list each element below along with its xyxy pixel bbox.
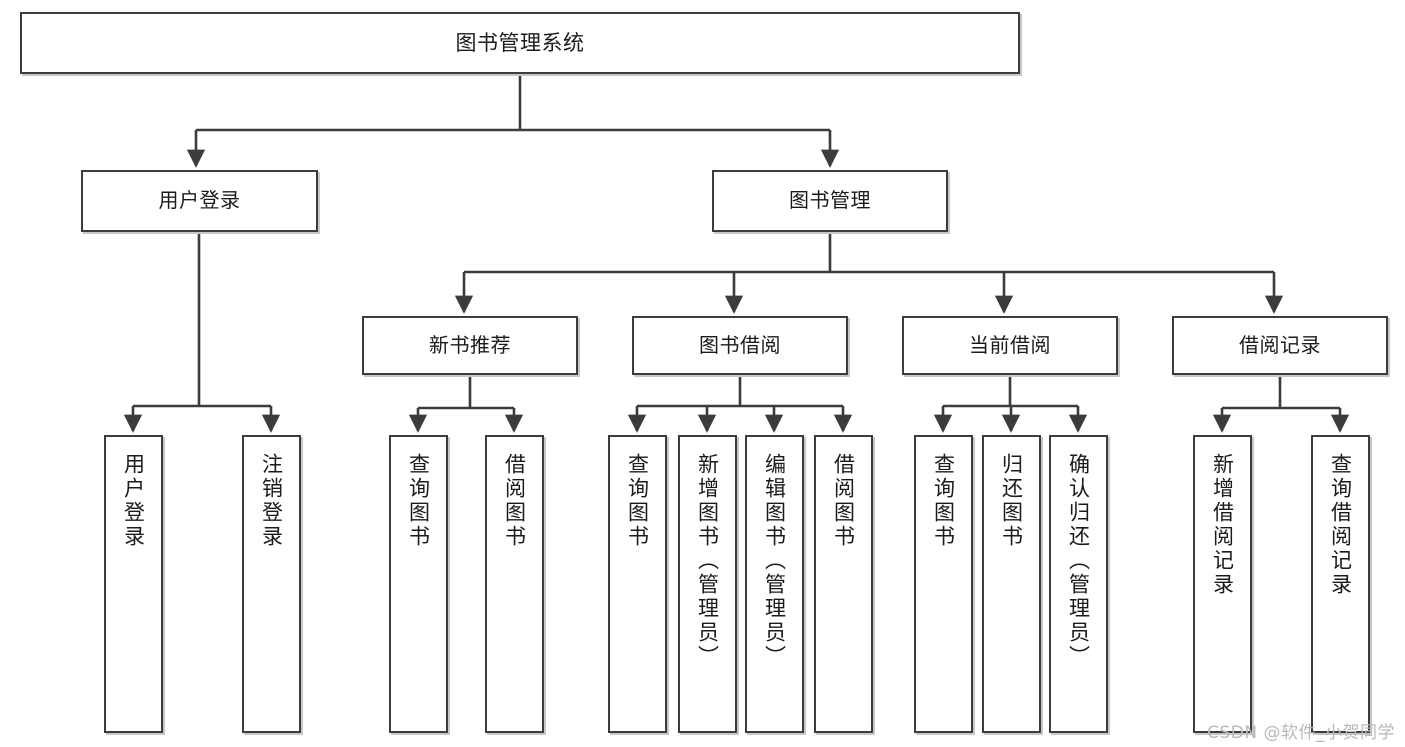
node-label: 图书管理 bbox=[789, 188, 871, 213]
leaf-borrow-add-book-admin[interactable]: 新增图书（管理员） bbox=[678, 435, 737, 733]
leaf-current-return-book[interactable]: 归还图书 bbox=[982, 435, 1041, 733]
leaf-borrow-borrow-book[interactable]: 借阅图书 bbox=[814, 435, 873, 733]
node-borrow-record[interactable]: 借阅记录 bbox=[1172, 316, 1388, 375]
leaf-new-book-query-book[interactable]: 查询图书 bbox=[389, 435, 448, 733]
node-root-book-management-system[interactable]: 图书管理系统 bbox=[20, 12, 1020, 74]
leaf-current-confirm-return-admin[interactable]: 确认归还（管理员） bbox=[1049, 435, 1108, 733]
node-label: 图书管理系统 bbox=[455, 30, 585, 55]
node-label: 确认归还（管理员） bbox=[1066, 453, 1091, 669]
node-book-borrow[interactable]: 图书借阅 bbox=[632, 316, 848, 375]
leaf-user-login-signout[interactable]: 注销登录 bbox=[242, 435, 301, 733]
node-label: 归还图书 bbox=[999, 453, 1024, 549]
node-label: 查询图书 bbox=[931, 453, 956, 549]
node-label: 编辑图书（管理员） bbox=[762, 453, 787, 669]
node-label: 借阅图书 bbox=[831, 453, 856, 549]
node-label: 图书借阅 bbox=[699, 332, 781, 357]
node-current-borrow[interactable]: 当前借阅 bbox=[902, 316, 1118, 375]
node-label: 查询借阅记录 bbox=[1328, 453, 1353, 597]
node-new-book-recommend[interactable]: 新书推荐 bbox=[362, 316, 578, 375]
node-label: 新增图书（管理员） bbox=[695, 453, 720, 669]
node-label: 新增借阅记录 bbox=[1210, 453, 1235, 597]
node-label: 当前借阅 bbox=[969, 332, 1051, 357]
node-label: 用户登录 bbox=[158, 188, 241, 213]
leaf-user-login-signin[interactable]: 用户登录 bbox=[104, 435, 163, 733]
leaf-record-add-borrow-record[interactable]: 新增借阅记录 bbox=[1193, 435, 1252, 733]
node-label: 注销登录 bbox=[259, 453, 284, 549]
leaf-borrow-query-book[interactable]: 查询图书 bbox=[608, 435, 667, 733]
node-label: 借阅记录 bbox=[1239, 332, 1321, 357]
leaf-record-query-borrow-record[interactable]: 查询借阅记录 bbox=[1311, 435, 1370, 733]
node-label: 借阅图书 bbox=[502, 453, 527, 549]
leaf-new-book-borrow-book[interactable]: 借阅图书 bbox=[485, 435, 544, 733]
leaf-current-query-book[interactable]: 查询图书 bbox=[914, 435, 973, 733]
node-label: 查询图书 bbox=[625, 453, 650, 549]
node-book-management[interactable]: 图书管理 bbox=[712, 170, 948, 232]
leaf-borrow-edit-book-admin[interactable]: 编辑图书（管理员） bbox=[745, 435, 804, 733]
node-label: 新书推荐 bbox=[429, 332, 511, 357]
node-label: 用户登录 bbox=[121, 453, 146, 549]
csdn-watermark: CSDN @软件_小贺同学 bbox=[1207, 723, 1395, 743]
node-label: 查询图书 bbox=[406, 453, 431, 549]
node-user-login[interactable]: 用户登录 bbox=[81, 170, 318, 232]
